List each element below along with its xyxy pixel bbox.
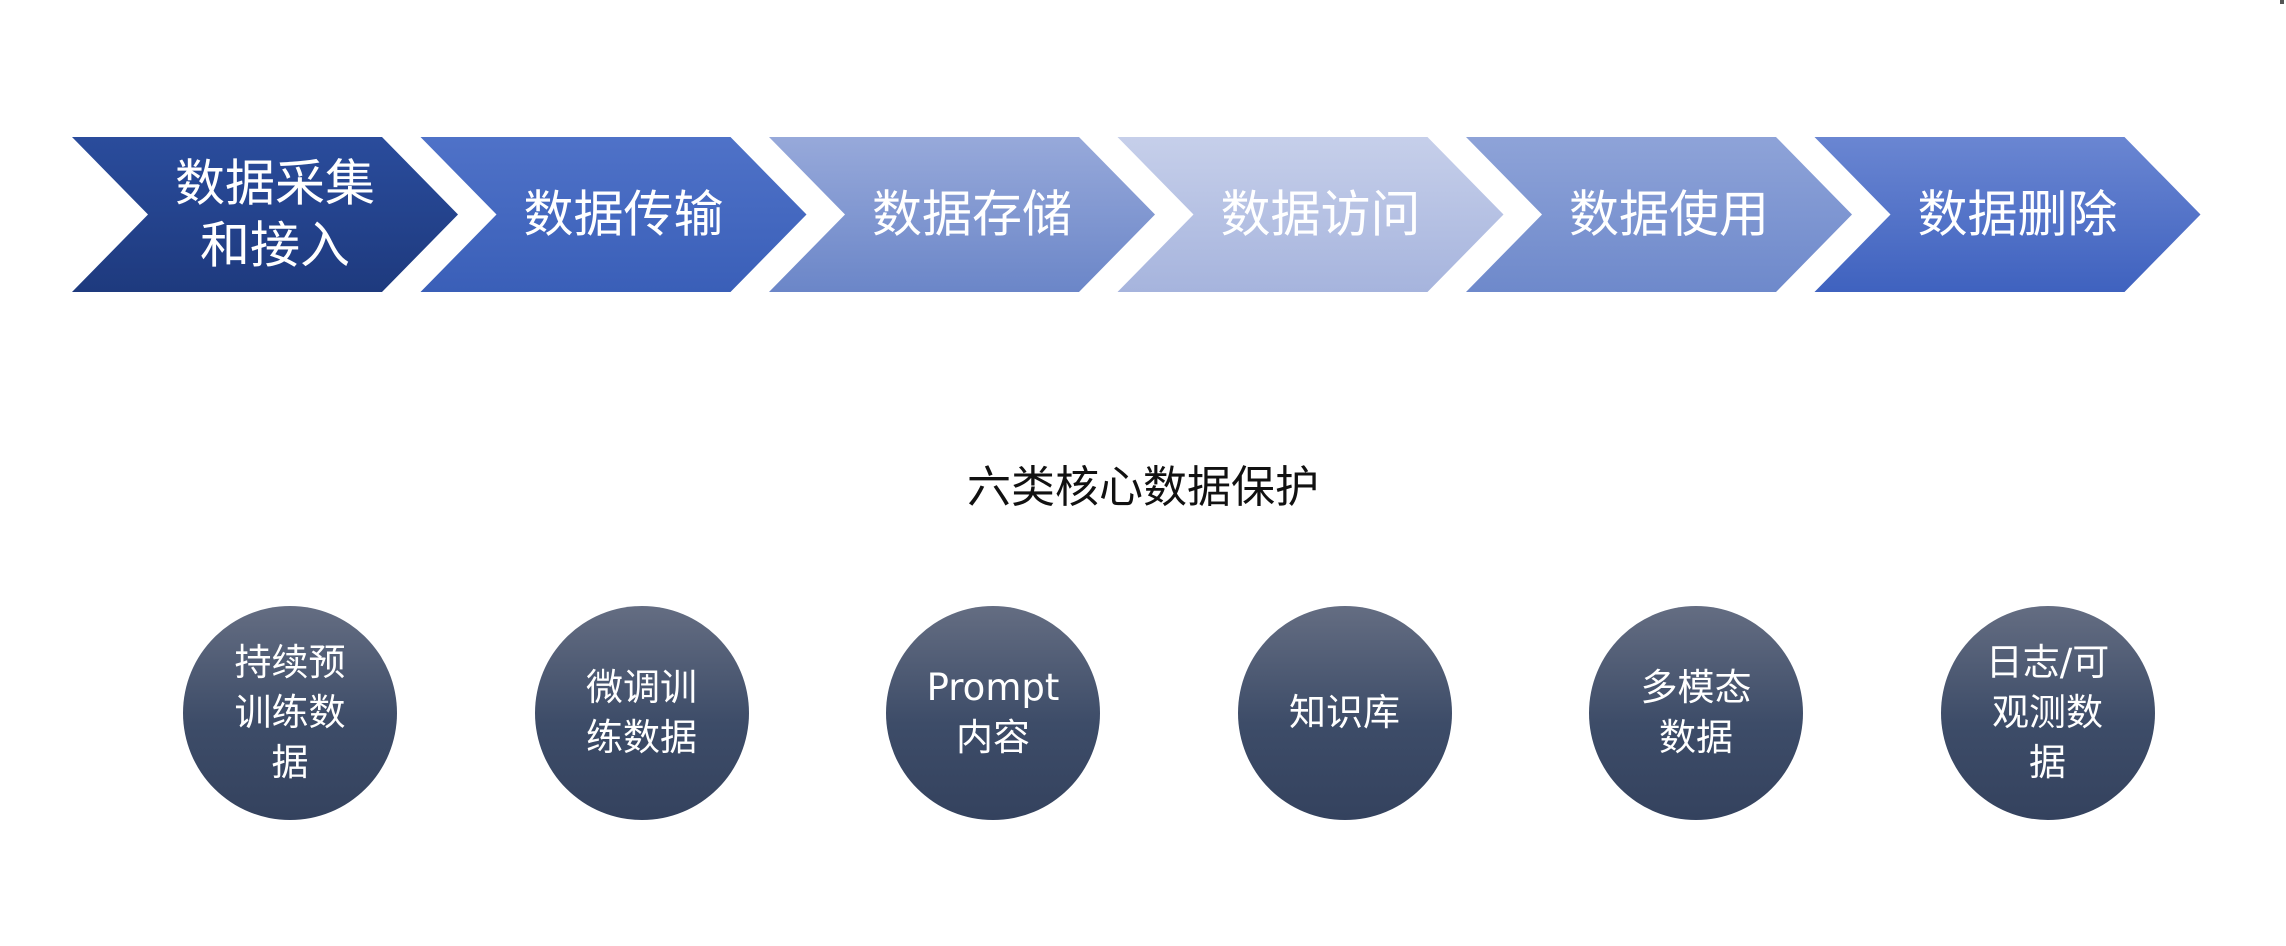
data-type-circle-5: 多模态数据 [1589, 606, 1803, 820]
data-type-circle-3: Prompt 内容 [886, 606, 1100, 820]
stage-chevron-3: 数据存储 [769, 137, 1155, 292]
data-type-label: 日志/可观测数据 [1985, 641, 2110, 784]
stage-label: 数据使用 [1569, 186, 1769, 244]
data-type-label: 知识库 [1289, 691, 1400, 734]
stage-shape [420, 137, 807, 292]
stage-label: 数据删除 [1918, 186, 2118, 244]
stage-shape [769, 137, 1155, 292]
stage-label: 数据存储 [872, 186, 1072, 244]
stage-shape [1814, 137, 2201, 292]
section-title: 六类核心数据保护 [967, 462, 1319, 513]
data-type-circle-2: 微调训练数据 [534, 606, 749, 820]
stage-label: 和接入 [200, 217, 350, 275]
stage-label: 数据传输 [524, 186, 724, 244]
stage-chevron-4: 数据访问 [1117, 137, 1504, 292]
corner-marker [2280, 0, 2284, 4]
data-type-circle-1: 持续预训练数据 [183, 606, 397, 820]
stage-chevron-5: 数据使用 [1466, 137, 1852, 292]
stage-label: 数据采集 [175, 155, 375, 213]
data-type-circle-6: 日志/可观测数据 [1940, 606, 2155, 820]
data-type-circle-4: 知识库 [1237, 606, 1452, 820]
stage-shape [1117, 137, 1504, 292]
stage-chevron-2: 数据传输 [420, 137, 807, 292]
stage-shape [1466, 137, 1852, 292]
stage-label: 数据访问 [1221, 186, 1421, 244]
data-type-label: 持续预训练数据 [234, 641, 346, 784]
stage-chevron-6: 数据删除 [1814, 137, 2201, 292]
data-type-label: Prompt 内容 [926, 666, 1060, 759]
data-type-label: 微调训练数据 [586, 666, 697, 759]
data-type-label: 多模态数据 [1640, 666, 1752, 759]
stage-shape [72, 137, 458, 292]
